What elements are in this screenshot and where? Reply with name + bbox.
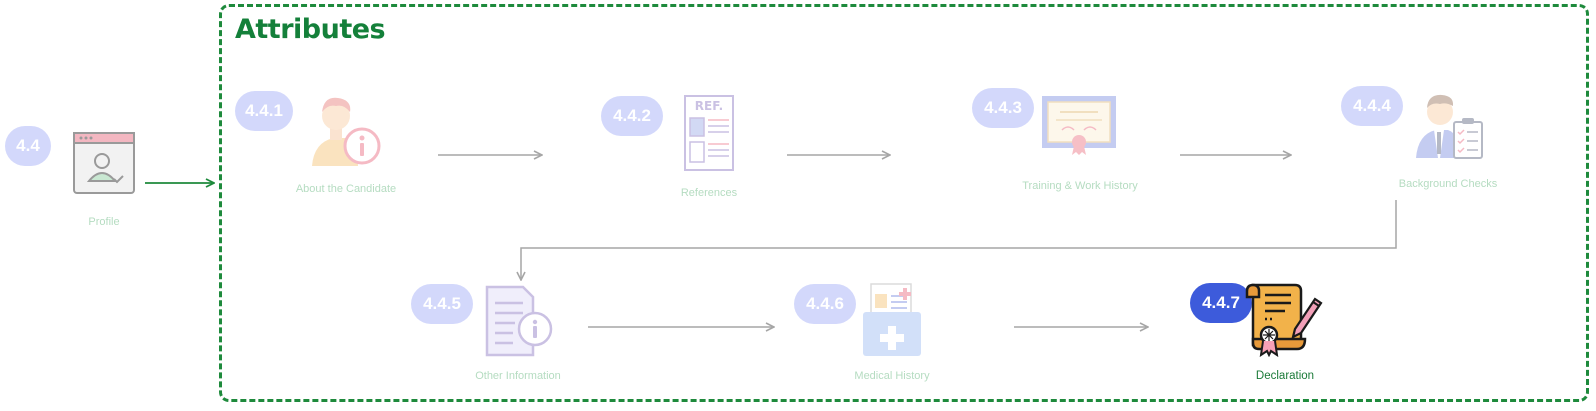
document-info-icon[interactable] xyxy=(483,285,555,362)
badge-4-4-6[interactable]: 4.4.6 xyxy=(794,284,856,324)
badge-4-4-1[interactable]: 4.4.1 xyxy=(235,91,293,131)
profile-window-icon[interactable] xyxy=(72,131,136,200)
medical-folder-icon[interactable] xyxy=(861,282,923,363)
label-about-the-candidate: About the Candidate xyxy=(295,183,397,195)
background-check-icon[interactable] xyxy=(1414,88,1484,165)
certificate-icon[interactable] xyxy=(1040,94,1118,161)
badge-4-4-5[interactable]: 4.4.5 xyxy=(411,284,473,324)
label-medical-history: Medical History xyxy=(854,370,930,382)
label-profile: Profile xyxy=(88,216,120,228)
badge-4-4-7[interactable]: 4.4.7 xyxy=(1190,283,1252,323)
group-title: Attributes xyxy=(235,14,386,45)
reference-document-icon[interactable]: REF. xyxy=(683,94,735,177)
badge-4-4[interactable]: 4.4 xyxy=(5,126,51,166)
label-other-information: Other Information xyxy=(475,370,561,382)
badge-4-4-4[interactable]: 4.4.4 xyxy=(1341,86,1403,126)
badge-4-4-3[interactable]: 4.4.3 xyxy=(972,88,1034,128)
attributes-group-frame xyxy=(219,4,1589,402)
signed-scroll-icon[interactable] xyxy=(1245,283,1325,362)
label-background-checks: Background Checks xyxy=(1398,178,1498,190)
svg-text:REF.: REF. xyxy=(695,99,723,113)
label-references: References xyxy=(680,187,738,199)
arrow-step4-to-step5 xyxy=(521,200,1397,280)
label-declaration: Declaration xyxy=(1255,370,1315,382)
label-training-work-history: Training & Work History xyxy=(1022,180,1138,192)
candidate-info-icon[interactable] xyxy=(308,92,384,173)
badge-4-4-2[interactable]: 4.4.2 xyxy=(601,96,663,136)
